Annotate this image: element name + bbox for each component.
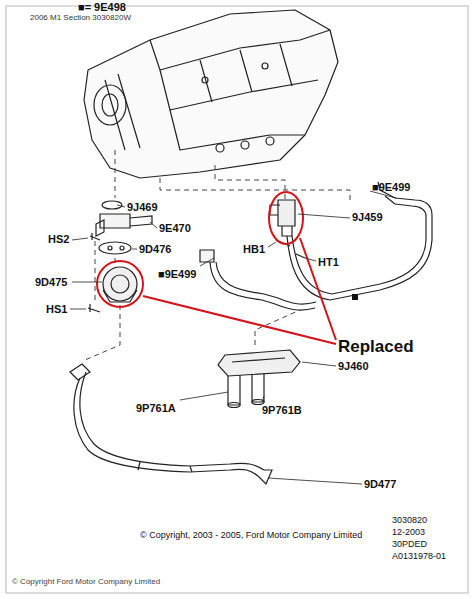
intake-manifold: [84, 10, 338, 178]
page-frame: [6, 6, 468, 593]
callout-label: 9P761A: [136, 402, 176, 414]
callout-label: 9D476: [139, 243, 171, 255]
callout-label: A0131978-01: [392, 552, 446, 562]
callout-label: ■9E499: [158, 268, 196, 280]
callout-label: Replaced: [338, 338, 414, 357]
replaced-highlight: [97, 192, 336, 344]
callout-label: HT1: [318, 256, 339, 268]
callout-label: 9J459: [352, 211, 383, 223]
callout-label: ■= 9E498: [78, 1, 126, 13]
gasket: [99, 242, 131, 254]
callout-label: 9J469: [127, 201, 158, 213]
egr-sensor: [278, 200, 295, 226]
o-ring: [102, 201, 122, 209]
callout-label: ■9E499: [372, 181, 410, 193]
callout-label: HB1: [243, 243, 265, 255]
callout-label: 9D477: [364, 478, 396, 490]
callout-label: 2006 M1 Section 3030820W: [30, 14, 131, 23]
callout-label: 9D475: [35, 276, 67, 288]
callout-label: 30PDED: [392, 540, 427, 550]
vacuum-hoses: [210, 182, 432, 310]
egr-tube: [70, 364, 272, 484]
callout-label: 9P761B: [262, 404, 302, 416]
dpfe-sensor: [218, 350, 300, 408]
bolt: [88, 304, 100, 312]
assembly-leaders: [85, 150, 350, 360]
callout-label: 9J460: [338, 360, 369, 372]
callout-label: HS2: [48, 233, 69, 245]
bolt: [90, 233, 100, 240]
callout-label: © Copyright, 2003 - 2005, Ford Motor Com…: [140, 531, 362, 541]
callout-label: 12-2003: [392, 528, 425, 538]
callout-label: HS1: [46, 303, 67, 315]
callout-label: 3030820: [392, 516, 427, 526]
callout-label: © Copyright Ford Motor Company Limited: [12, 578, 160, 587]
egr-valve: [103, 267, 137, 301]
marker-square: [352, 294, 358, 300]
egr-parts: [88, 200, 305, 312]
callout-label: 9E470: [159, 222, 191, 234]
